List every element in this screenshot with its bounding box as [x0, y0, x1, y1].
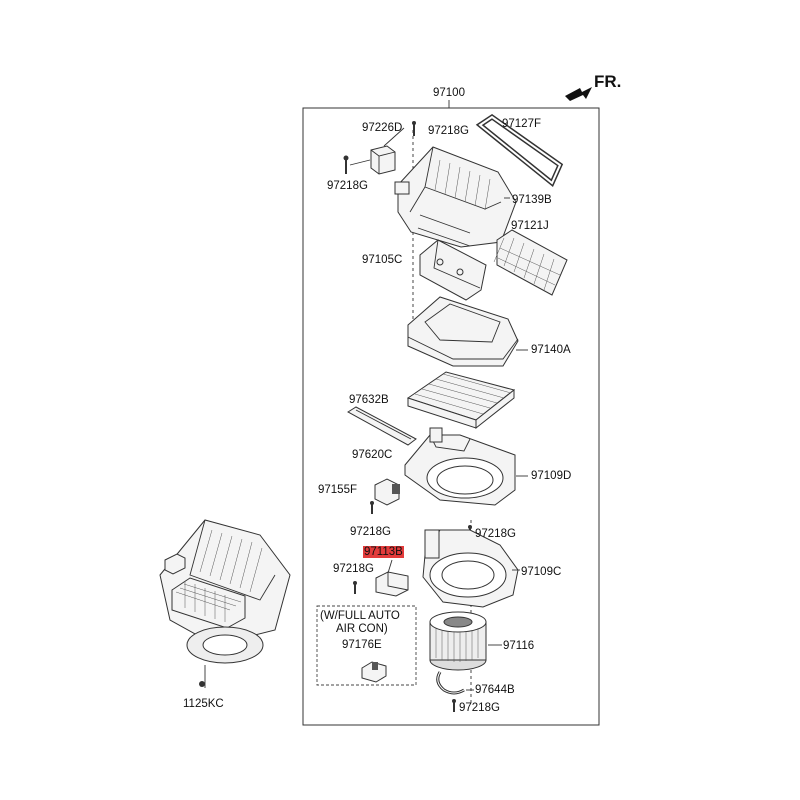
part-label-97218g: 97218G — [475, 528, 516, 540]
blower-motor-97116 — [429, 611, 487, 671]
part-label-97127f: 97127F — [502, 118, 542, 130]
part-label-97218g: 97218G — [350, 526, 391, 538]
part-label-97105c: 97105C — [362, 254, 403, 266]
seal-gasket-97127f — [475, 113, 564, 187]
part-label-97139b: 97139B — [512, 194, 552, 206]
option-note-line1: (W/FULL AUTO — [320, 610, 400, 622]
blower-lower-case-97109c — [422, 529, 519, 608]
part-label-1125kc: 1125KC — [183, 698, 224, 710]
part-label-97226d: 97226D — [362, 122, 403, 134]
front-direction-arrow-icon — [565, 87, 592, 101]
mesh-filter-97121j — [493, 229, 568, 296]
part-label-97155f: 97155F — [318, 484, 358, 496]
screw-icon — [452, 699, 456, 712]
option-note-line2: AIR CON) — [336, 623, 388, 635]
actuator-97226d — [370, 145, 396, 175]
intake-lower-frame-97140a — [407, 296, 519, 367]
part-label-97632b: 97632B — [349, 394, 389, 406]
part-label-97644b: 97644B — [475, 684, 515, 696]
part-label-97218g: 97218G — [459, 702, 500, 714]
part-label-97218g: 97218G — [428, 125, 469, 137]
sensor-97176e — [361, 661, 387, 683]
assembled-blower-unit — [159, 519, 291, 664]
cooling-hose-97644b — [436, 671, 465, 695]
screw-icon — [370, 501, 374, 514]
part-label-97218g: 97218G — [327, 180, 368, 192]
screw-icon — [343, 155, 349, 174]
blower-upper-case-97109d — [404, 427, 516, 506]
part-label-97113b-highlighted: 97113B — [363, 546, 404, 558]
filter-cover-97620c — [347, 406, 417, 446]
bolt-icon — [199, 681, 205, 687]
resistor-97155f — [374, 478, 400, 506]
part-label-97140a: 97140A — [531, 344, 571, 356]
part-label-97620c: 97620C — [352, 449, 393, 461]
intake-upper-case-97139b — [394, 146, 517, 248]
screw-icon — [412, 121, 416, 136]
part-label-97109c: 97109C — [521, 566, 562, 578]
front-direction-label: FR. — [594, 72, 622, 91]
part-label-97109d: 97109D — [531, 470, 572, 482]
part-label-97100: 97100 — [433, 87, 465, 99]
part-label-97116: 97116 — [503, 640, 535, 652]
screw-icon — [353, 581, 357, 594]
assembly-frame — [302, 107, 600, 726]
bracket-97113b — [375, 571, 409, 597]
cabin-air-filter-97632b — [406, 371, 516, 430]
intake-door-97105c — [419, 239, 487, 301]
part-label-97218g: 97218G — [333, 563, 374, 575]
option-box — [316, 605, 417, 686]
part-label-97121j: 97121J — [511, 220, 549, 232]
part-label-97176e: 97176E — [342, 639, 382, 651]
